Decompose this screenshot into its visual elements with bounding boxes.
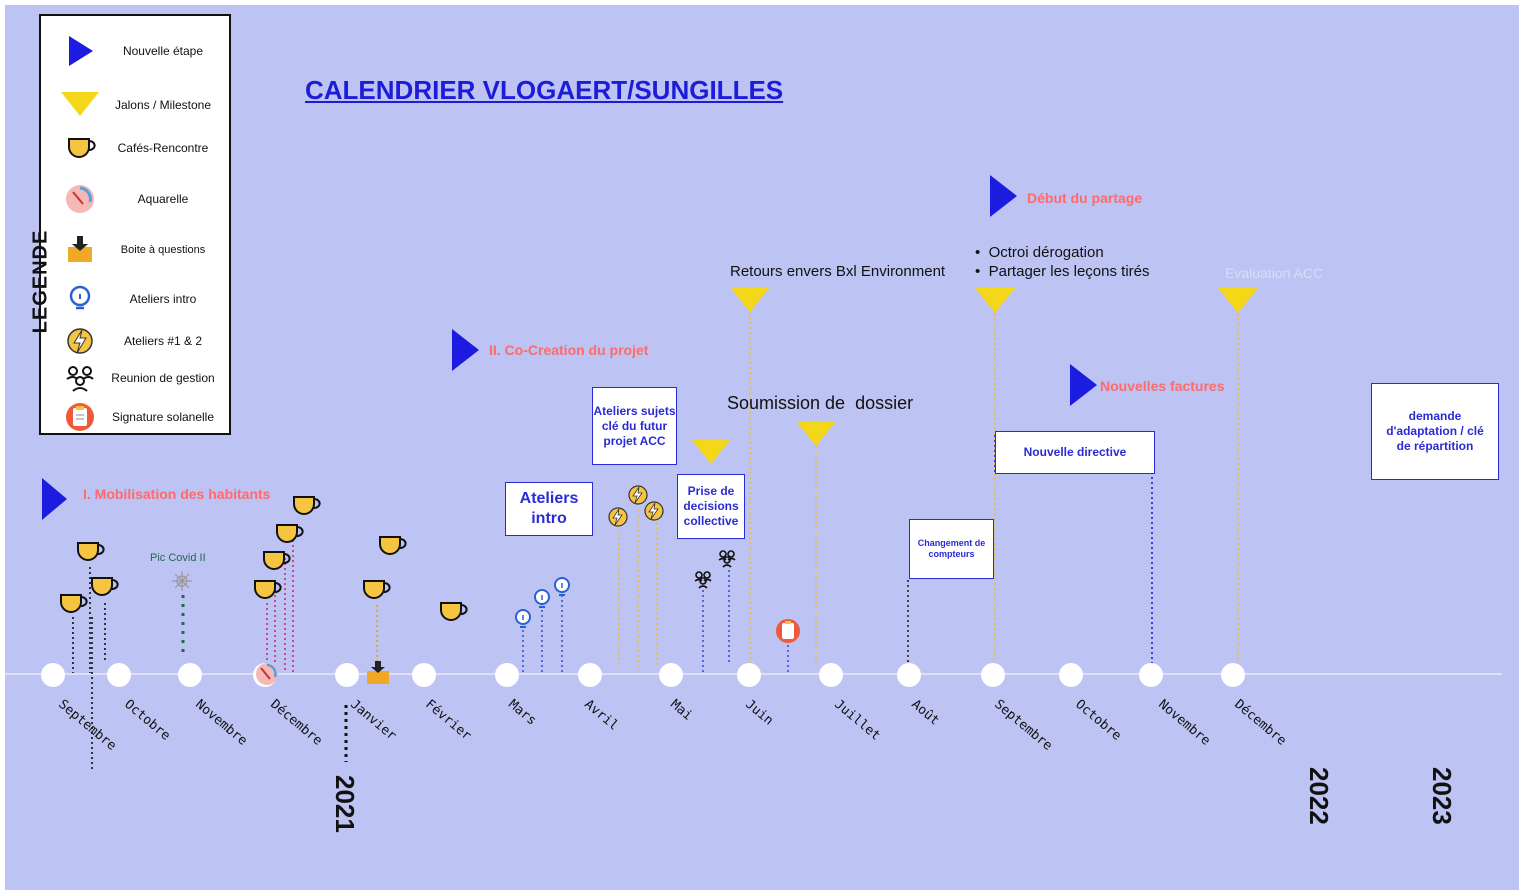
step-triangle-cocreation bbox=[452, 329, 479, 371]
group-meeting-icon bbox=[66, 366, 94, 392]
coffee-cup-icon bbox=[91, 577, 119, 596]
group-meeting-icon bbox=[694, 570, 712, 589]
legend-item-ateliers-intro: Ateliers intro bbox=[41, 282, 229, 316]
legend-item-question-box: Boite à questions bbox=[41, 234, 229, 268]
retours-label: Retours envers Bxl Environment bbox=[730, 263, 946, 280]
legend-item-reunion: Reunion de gestion bbox=[41, 361, 229, 395]
box-changement-compteurs: Changement de compteurs bbox=[909, 519, 994, 579]
legend-label: Nouvelle étape bbox=[122, 44, 204, 58]
lightbulb-icon bbox=[515, 609, 531, 628]
coffee-cup-icon bbox=[293, 496, 321, 515]
timeline-canvas: Nouvelle étape Jalons / Milestone Cafés-… bbox=[5, 5, 1519, 890]
legend-item-milestone: Jalons / Milestone bbox=[41, 88, 229, 122]
clipboard-icon bbox=[776, 619, 800, 643]
lightning-icon bbox=[608, 507, 628, 527]
evaluation-label: Evaluation ACC bbox=[1225, 265, 1324, 281]
legend-item-new-step: Nouvelle étape bbox=[41, 34, 229, 68]
question-box-icon bbox=[367, 661, 389, 684]
milestone-triangle-evaluation bbox=[1218, 288, 1258, 313]
lightbulb-icon bbox=[554, 577, 570, 596]
legend-label: Signature solanelle bbox=[111, 410, 215, 424]
milestone-triangle-retours bbox=[730, 287, 770, 312]
year-label: 2023 bbox=[1427, 767, 1457, 825]
coffee-cup-icon bbox=[68, 138, 96, 158]
phase-factures: Nouvelles factures bbox=[1100, 378, 1225, 394]
legend-label: Cafés-Rencontre bbox=[117, 141, 209, 155]
timeline-nodes bbox=[41, 663, 1245, 687]
lightning-icon bbox=[644, 501, 664, 521]
legend-item-cafe: Cafés-Rencontre bbox=[41, 131, 229, 165]
coffee-cup-icon bbox=[363, 580, 391, 599]
milestone-triangle-soumission bbox=[796, 421, 836, 446]
octroi-label: • Octroi dérogation bbox=[975, 244, 1104, 261]
milestone-triangle-prise bbox=[691, 439, 731, 464]
coffee-cup-icon bbox=[60, 594, 88, 613]
legend-label: Ateliers intro bbox=[129, 292, 197, 306]
lightbulb-icon bbox=[534, 589, 550, 608]
phase-mobilisation: I. Mobilisation des habitants bbox=[83, 486, 271, 502]
legend-item-aquarelle: Aquarelle bbox=[41, 182, 229, 216]
phase-partage: Début du partage bbox=[1027, 190, 1143, 206]
soumission-label: Soumission de dossier bbox=[727, 393, 914, 413]
step-triangle-partage bbox=[990, 175, 1017, 217]
box-nouvelle-directive: Nouvelle directive bbox=[995, 431, 1155, 474]
coffee-cup-icon bbox=[276, 524, 304, 543]
legend-label: Reunion de gestion bbox=[111, 371, 215, 385]
group-meeting-icon bbox=[718, 549, 736, 568]
step-triangle-factures bbox=[1070, 364, 1097, 406]
lightbulb-icon bbox=[69, 285, 91, 310]
legend-label: Boite à questions bbox=[120, 244, 206, 256]
question-box-icon bbox=[68, 236, 92, 262]
box-prise-decisions: Prise de decisions collective bbox=[677, 474, 745, 539]
year-label: 2022 bbox=[1304, 767, 1334, 825]
year-label: 2021 bbox=[330, 775, 360, 833]
page-title: CALENDRIER VLOGAERT/SUNGILLES bbox=[305, 75, 784, 105]
coffee-cup-icon bbox=[379, 536, 407, 555]
coffee-cup-icon bbox=[77, 542, 105, 561]
blue-triangle-icon bbox=[69, 36, 93, 66]
pic-covid-label: Pic Covid II bbox=[150, 552, 206, 564]
coffee-cup-icon bbox=[440, 602, 468, 621]
legend-label: Ateliers #1 & 2 bbox=[123, 334, 203, 348]
phase-cocreation: II. Co-Creation du projet bbox=[489, 342, 649, 358]
legend-panel: Nouvelle étape Jalons / Milestone Cafés-… bbox=[39, 14, 231, 435]
step-triangle-mobilisation bbox=[42, 478, 67, 520]
legend-item-ateliers-12: Ateliers #1 & 2 bbox=[41, 324, 229, 358]
virus-icon bbox=[172, 571, 192, 591]
yellow-triangle-icon bbox=[61, 92, 99, 116]
box-ateliers-intro: Ateliers intro bbox=[505, 482, 593, 536]
legend-label: Aquarelle bbox=[137, 192, 189, 206]
coffee-cup-icon bbox=[263, 551, 291, 570]
legend-label: Jalons / Milestone bbox=[114, 98, 212, 112]
lecons-label: • Partager les leçons tirés bbox=[975, 263, 1150, 280]
timeline-drawing bbox=[5, 175, 1502, 770]
clipboard-icon bbox=[66, 403, 94, 431]
milestone-triangle-octroi bbox=[975, 288, 1015, 313]
watercolor-palette-icon bbox=[66, 185, 94, 213]
box-demande-adaptation: demande d'adaptation / clé de répartitio… bbox=[1371, 383, 1499, 480]
coffee-cup-icon bbox=[254, 580, 282, 599]
watercolor-palette-icon bbox=[256, 663, 278, 685]
lightning-icon bbox=[67, 328, 93, 354]
lightning-icon bbox=[628, 485, 648, 505]
legend-item-signature: Signature solanelle bbox=[41, 400, 229, 434]
box-ateliers-sujets: Ateliers sujets clé du futur projet ACC bbox=[592, 387, 677, 465]
